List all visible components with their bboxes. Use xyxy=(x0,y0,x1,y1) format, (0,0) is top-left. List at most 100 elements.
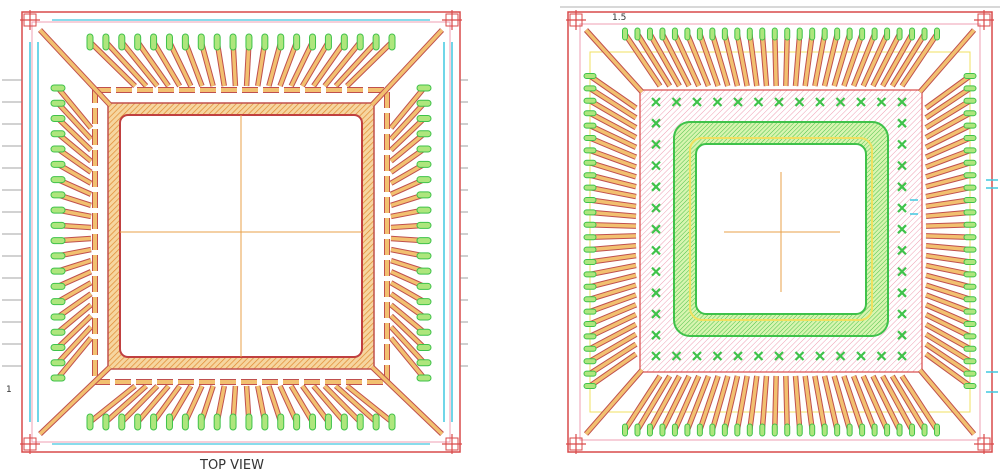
pad-left xyxy=(50,99,66,107)
lead-left xyxy=(589,184,637,200)
pad-top xyxy=(150,33,158,51)
top-view-caption: TOP VIEW xyxy=(199,458,264,469)
pad-bottom xyxy=(734,423,741,437)
green-x-marker xyxy=(651,224,661,234)
lead-left xyxy=(589,262,637,278)
lead-top xyxy=(870,32,903,88)
pad-top xyxy=(245,33,253,51)
pad-bottom xyxy=(634,423,641,437)
lead-left xyxy=(589,222,637,229)
lead-bottom xyxy=(104,383,148,425)
lead-right xyxy=(388,101,427,141)
pad-top xyxy=(324,33,332,51)
lead-top xyxy=(103,40,149,88)
pad-right xyxy=(963,246,977,253)
lead-left xyxy=(588,86,638,121)
pad-top xyxy=(102,33,110,51)
lead-top xyxy=(747,33,760,87)
lead-left xyxy=(589,233,637,240)
pad-bottom xyxy=(245,413,253,431)
pad-bottom xyxy=(934,423,940,437)
pad-bottom xyxy=(759,423,766,437)
lead-top xyxy=(851,32,878,88)
green-x-marker xyxy=(733,351,743,361)
lead-bottom xyxy=(899,374,940,432)
lead-bottom xyxy=(722,375,741,431)
lead-top xyxy=(792,33,803,87)
lead-bottom xyxy=(151,384,182,424)
lead-right xyxy=(925,172,971,190)
pad-bottom xyxy=(388,413,396,431)
lead-top xyxy=(734,33,750,87)
lead-top xyxy=(311,40,347,88)
lead-top xyxy=(659,32,692,88)
pad-left xyxy=(583,283,597,290)
corner-dimension-label: 1.5 xyxy=(612,13,626,23)
pad-right xyxy=(416,99,432,107)
pad-left xyxy=(583,345,597,352)
corner-crosshair-icon xyxy=(974,434,994,454)
pad-right xyxy=(963,85,977,92)
pad-left xyxy=(583,147,597,154)
lead-left xyxy=(588,98,638,131)
lead-left xyxy=(589,272,637,290)
lead-bottom xyxy=(792,375,803,431)
pad-top xyxy=(734,27,741,41)
pad-left xyxy=(583,73,597,79)
pad-top xyxy=(784,27,791,41)
lead-bottom xyxy=(322,384,363,424)
lead-bottom xyxy=(311,384,347,424)
pad-left xyxy=(583,97,597,104)
green-x-marker xyxy=(835,351,846,361)
pad-bottom xyxy=(684,423,691,437)
lead-top xyxy=(333,40,379,88)
pad-left xyxy=(583,259,597,265)
pad-top xyxy=(197,33,205,51)
pad-top xyxy=(622,27,628,41)
lead-bottom xyxy=(734,375,750,431)
lead-bottom xyxy=(831,375,853,431)
pad-bottom xyxy=(809,423,816,437)
green-x-marker xyxy=(897,245,907,256)
pad-top xyxy=(709,27,716,41)
green-x-marker xyxy=(815,351,825,361)
pad-right xyxy=(416,221,432,229)
pad-left xyxy=(50,267,66,275)
lead-bottom xyxy=(288,384,315,424)
green-x-marker xyxy=(897,351,907,361)
yellow-ring xyxy=(689,137,873,321)
pad-left xyxy=(583,383,597,389)
pad-top xyxy=(646,27,653,41)
lead-bottom xyxy=(135,384,171,424)
lead-bottom xyxy=(334,383,378,425)
lead-left xyxy=(55,101,94,141)
lead-right xyxy=(389,302,426,335)
right-leadframe-view xyxy=(560,6,1000,454)
lead-left xyxy=(56,146,93,175)
pad-right xyxy=(416,343,432,351)
pad-top xyxy=(293,33,301,51)
pad-right xyxy=(963,358,977,365)
pad-left xyxy=(583,333,597,340)
pad-left xyxy=(50,374,66,382)
lead-top xyxy=(135,40,171,88)
green-x-marker xyxy=(897,182,907,192)
pad-bottom xyxy=(622,423,628,437)
pad-top xyxy=(821,27,828,41)
pad-right xyxy=(416,237,432,245)
green-x-marker xyxy=(692,351,702,361)
pad-bottom xyxy=(821,423,828,437)
lead-left xyxy=(588,135,638,160)
tie-bar xyxy=(38,365,112,436)
pad-right xyxy=(963,308,977,315)
lead-left xyxy=(588,341,638,376)
pad-left xyxy=(50,252,66,260)
lead-bottom xyxy=(88,383,137,425)
lead-top xyxy=(622,32,663,88)
pad-left xyxy=(583,110,597,117)
lead-right xyxy=(925,209,971,219)
lead-right xyxy=(924,322,972,352)
pad-top xyxy=(871,27,878,41)
pad-right xyxy=(416,145,432,153)
corner-crosshair-icon xyxy=(442,10,462,30)
